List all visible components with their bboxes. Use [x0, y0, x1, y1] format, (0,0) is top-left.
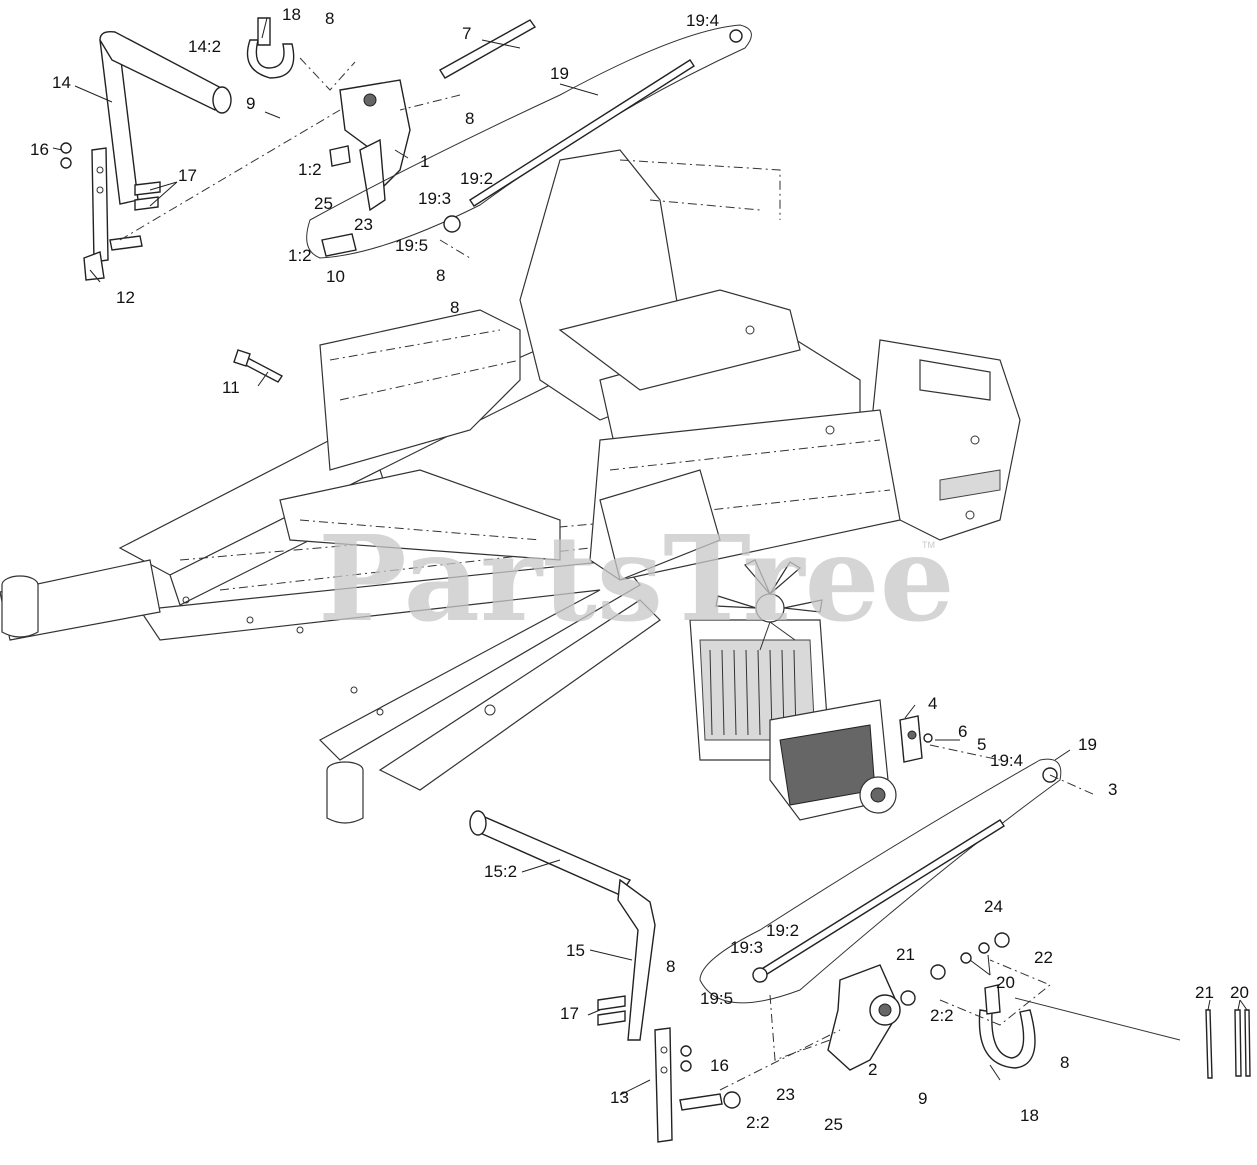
callout-14-2: 14:2: [188, 37, 221, 56]
callout-23-bottom: 23: [776, 1085, 795, 1104]
callout-18-top: 18: [282, 5, 301, 24]
callout-22: 22: [1034, 948, 1053, 967]
lever-bracket-bottom: [723, 932, 1010, 1109]
callout-11: 11: [222, 378, 240, 397]
callout-13: 13: [610, 1088, 629, 1107]
callout-25-bottom: 25: [824, 1115, 843, 1134]
callout-2-2-b: 2:2: [746, 1113, 770, 1132]
callout-9-top: 9: [246, 94, 255, 113]
callout-19-3-top: 19:3: [418, 189, 451, 208]
callout-19-top: 19: [550, 64, 569, 83]
callout-16-bottom: 16: [710, 1056, 729, 1075]
callout-8-e: 8: [666, 957, 675, 976]
control-lever-left: [60, 30, 232, 281]
callout-19-5-bottom: 19:5: [700, 989, 733, 1008]
callout-1-2-a: 1:2: [298, 160, 322, 179]
callout-15: 15: [566, 941, 585, 960]
callout-6: 6: [958, 722, 967, 741]
clamp-bottom: [978, 984, 1036, 1069]
control-lever-right: [469, 810, 723, 1143]
hardware-kit-21-20: [1205, 1009, 1251, 1079]
callout-19-2-bottom: 19:2: [766, 921, 799, 940]
callout-4: 4: [928, 694, 937, 713]
callout-24: 24: [984, 897, 1003, 916]
clamp-top: [246, 17, 295, 79]
callout-19-4-top: 19:4: [686, 11, 719, 30]
callout-19-2-top: 19:2: [460, 169, 493, 188]
callout-8-b: 8: [465, 109, 474, 128]
callout-7: 7: [462, 24, 471, 43]
callout-25-top: 25: [314, 194, 333, 213]
callout-labels: 18 8 7 19:4 14:2 14 9 19 8 16 1:2 1 17 1…: [30, 5, 1249, 1134]
callout-21-b: 21: [1195, 983, 1214, 1002]
callout-17-top: 17: [178, 166, 197, 185]
callout-16-top: 16: [30, 140, 49, 159]
callout-12: 12: [116, 288, 135, 307]
watermark-text: PartsTree: [318, 509, 955, 648]
callout-8-c: 8: [436, 266, 445, 285]
callout-20-b: 20: [1230, 983, 1249, 1002]
callout-19-3-bottom: 19:3: [730, 938, 763, 957]
callout-21-a: 21: [896, 945, 915, 964]
callout-5: 5: [977, 735, 986, 754]
cable-assembly-top: [306, 19, 752, 259]
lever-bracket-top: [321, 79, 411, 257]
callout-1-2-b: 1:2: [288, 246, 312, 265]
mower-chassis-frame: [0, 149, 1021, 824]
callout-19-4-bottom: 19:4: [990, 751, 1023, 770]
engine-assembly: [689, 559, 897, 821]
callout-10: 10: [326, 267, 345, 286]
pump-linkage: [899, 715, 933, 763]
callout-8-a: 8: [325, 9, 334, 28]
callout-15-2: 15:2: [484, 862, 517, 881]
callout-1: 1: [420, 152, 429, 171]
callout-8-f: 8: [1060, 1053, 1069, 1072]
callout-18-bottom: 18: [1020, 1106, 1039, 1125]
cable-assembly-bottom: [699, 758, 1062, 1004]
callout-23-top: 23: [354, 215, 373, 234]
callout-17-bottom: 17: [560, 1004, 579, 1023]
callout-19-bottom: 19: [1078, 735, 1097, 754]
watermark-trademark: TM: [922, 540, 935, 550]
callout-19-5-top: 19:5: [395, 236, 428, 255]
callout-2: 2: [868, 1060, 877, 1079]
callout-9-bottom: 9: [918, 1089, 927, 1108]
watermark: PartsTree TM: [318, 509, 955, 648]
callout-leaders: [52, 17, 1248, 1096]
callout-3: 3: [1108, 780, 1117, 799]
assembly-lines: [119, 57, 1181, 1091]
callout-20-a: 20: [996, 973, 1015, 992]
bolt-11: [233, 349, 284, 383]
callout-8-d: 8: [450, 298, 459, 317]
callout-14: 14: [52, 73, 71, 92]
callout-2-2-a: 2:2: [930, 1006, 954, 1025]
